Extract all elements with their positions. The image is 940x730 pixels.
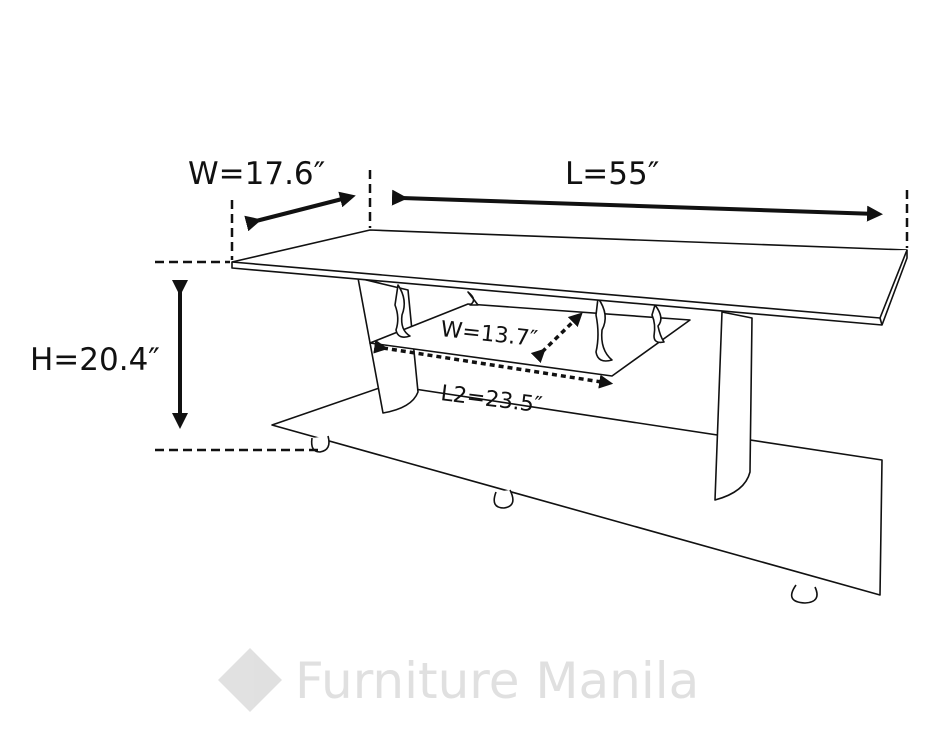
bottom-shelf bbox=[271, 384, 883, 596]
table-top bbox=[231, 229, 908, 326]
spindles bbox=[394, 284, 665, 362]
shelf-length-arrow bbox=[373, 339, 614, 389]
dimension-arrows bbox=[172, 189, 883, 429]
watermark-logo-icon bbox=[218, 648, 282, 712]
watermark: Furniture Manila bbox=[218, 648, 699, 712]
dimension-guides bbox=[155, 170, 909, 452]
height-label: H=20.4″ bbox=[30, 342, 160, 378]
watermark-text: Furniture Manila bbox=[295, 652, 699, 710]
length-label: L=55″ bbox=[565, 156, 659, 192]
width-arrow bbox=[244, 191, 356, 232]
width-label: W=17.6″ bbox=[188, 156, 325, 192]
length-arrow bbox=[391, 189, 883, 222]
table-feet bbox=[310, 435, 818, 604]
